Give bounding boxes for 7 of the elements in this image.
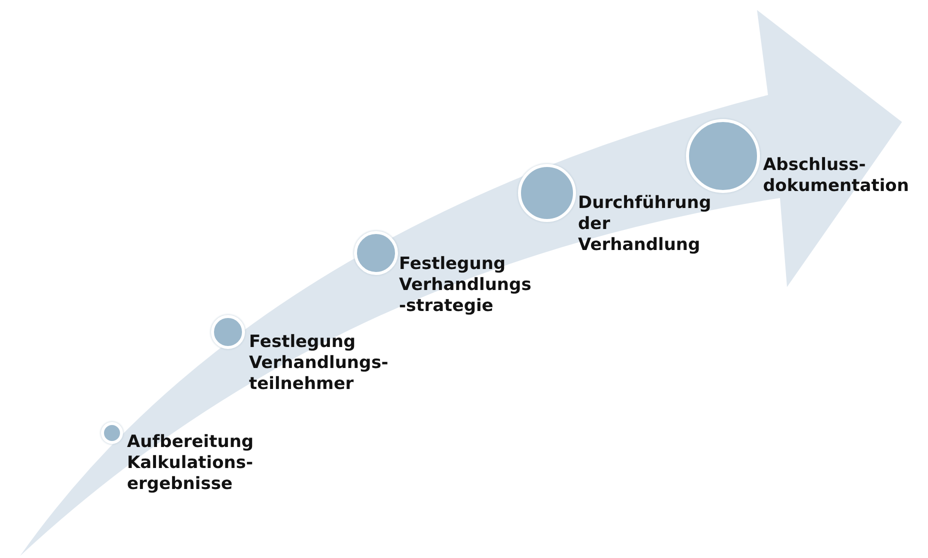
step-label: Festlegung Verhandlungs- teilnehmer — [249, 332, 388, 395]
step-circle — [101, 422, 123, 444]
step-label: Festlegung Verhandlungs -strategie — [399, 254, 532, 317]
step-circle — [211, 315, 245, 349]
step-label: Aufbereitung Kalkulations- ergebnisse — [127, 432, 254, 495]
step-label: Abschluss- dokumentation — [763, 155, 909, 197]
step-label: Durchführung der Verhandlung — [578, 193, 712, 256]
